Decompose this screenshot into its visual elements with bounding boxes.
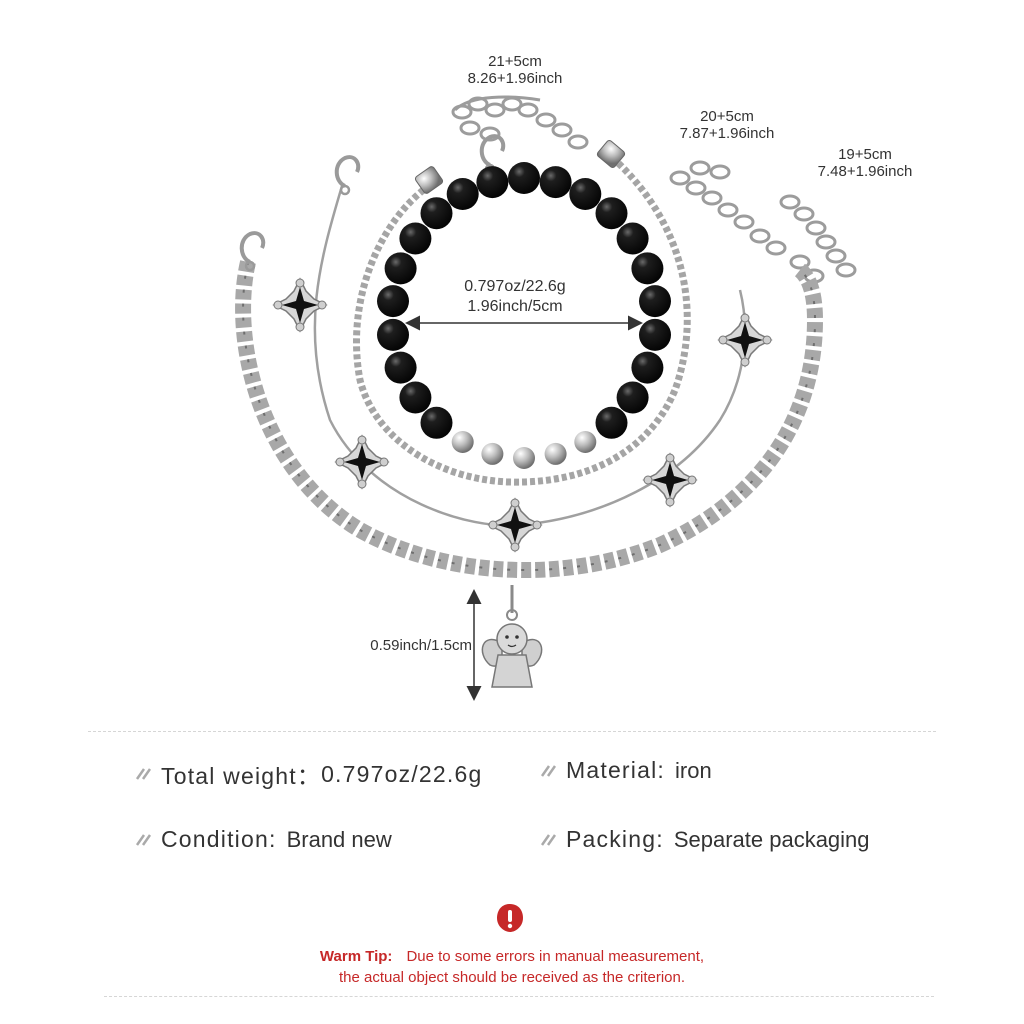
spec-value: iron bbox=[675, 757, 712, 783]
spec-value: Separate packaging bbox=[673, 826, 870, 852]
curb-chain-bracelet bbox=[235, 260, 824, 579]
pendant-height-label: 0.59inch/1.5cm bbox=[370, 637, 472, 654]
black-bead bbox=[420, 406, 453, 439]
bracelet-2-length-label: 20+5cm 7.87+1.96inch bbox=[679, 108, 775, 142]
black-bead bbox=[377, 318, 409, 351]
black-bead bbox=[399, 222, 432, 255]
black-bead bbox=[631, 252, 664, 285]
divider-top bbox=[88, 731, 936, 732]
black-bead bbox=[446, 178, 479, 210]
bullet-icon bbox=[540, 764, 557, 777]
silver-bead bbox=[451, 431, 474, 453]
extender-chain-2 bbox=[669, 160, 787, 256]
warm-tip-line-2: the actual object should be received as … bbox=[0, 969, 1024, 986]
black-bead bbox=[595, 406, 628, 439]
cross-charm-icon bbox=[643, 453, 697, 507]
silver-bead bbox=[481, 442, 504, 465]
bead-bracelet bbox=[377, 162, 671, 469]
black-bead bbox=[476, 166, 509, 199]
spec-key: Material: bbox=[566, 757, 665, 783]
warning-icon bbox=[497, 904, 523, 932]
bullet-icon bbox=[135, 768, 152, 780]
spec-value: 0.797oz/22.6g bbox=[321, 760, 483, 787]
black-bead bbox=[595, 197, 628, 230]
bracelet-1-length-label: 21+5cm 8.26+1.96inch bbox=[467, 53, 563, 87]
angel-pendant-icon bbox=[481, 585, 543, 688]
cross-charm-icon bbox=[488, 498, 542, 552]
extender-chain-3 bbox=[779, 194, 857, 284]
warm-tip-line-1: Warm Tip: Due to some errors in manual me… bbox=[0, 948, 1024, 965]
black-bead bbox=[420, 197, 453, 230]
spec-material: Material: iron bbox=[540, 757, 712, 784]
bracelet-set-illustration bbox=[235, 95, 857, 701]
black-bead bbox=[639, 318, 671, 351]
bracelet-3-length-label: 19+5cm 7.48+1.96inch bbox=[817, 146, 913, 180]
black-bead bbox=[399, 381, 432, 414]
bullet-icon bbox=[540, 833, 557, 846]
spec-packing: Packing: Separate packaging bbox=[540, 826, 870, 853]
black-bead bbox=[508, 162, 540, 194]
black-bead bbox=[631, 351, 664, 384]
black-bead bbox=[377, 285, 409, 318]
black-bead bbox=[616, 222, 649, 255]
spec-key: Total weight： bbox=[161, 763, 322, 789]
silver-bead bbox=[513, 447, 535, 469]
silver-bead bbox=[544, 442, 567, 465]
black-bead bbox=[639, 285, 671, 318]
warm-tip-text: Due to some errors in manual measurement… bbox=[406, 948, 705, 965]
rope-chain-bracelet bbox=[353, 157, 691, 486]
silver-bead bbox=[574, 431, 597, 453]
bead-bracelet-label: 0.797oz/22.6g 1.96inch/5cm bbox=[464, 278, 566, 315]
spec-condition: Condition: Brand new bbox=[135, 826, 392, 853]
black-bead bbox=[569, 178, 602, 210]
black-bead bbox=[384, 252, 417, 285]
spec-key: Condition: bbox=[161, 826, 277, 852]
bullet-icon bbox=[135, 833, 152, 846]
extender-chain-1 bbox=[451, 95, 589, 150]
divider-bottom bbox=[104, 996, 934, 997]
lobster-clasp-icon bbox=[334, 155, 361, 196]
black-bead bbox=[539, 166, 572, 199]
warm-tip-text: the actual object should be received as … bbox=[338, 969, 686, 986]
spec-key: Packing: bbox=[566, 826, 664, 852]
cross-charm-icon bbox=[718, 313, 772, 367]
black-bead bbox=[384, 351, 417, 384]
spec-total-weight: Total weight： 0.797oz/22.6g bbox=[135, 757, 482, 791]
black-bead bbox=[616, 381, 649, 414]
warm-tip-title: Warm Tip: bbox=[319, 948, 393, 965]
spec-value: Brand new bbox=[286, 826, 392, 852]
